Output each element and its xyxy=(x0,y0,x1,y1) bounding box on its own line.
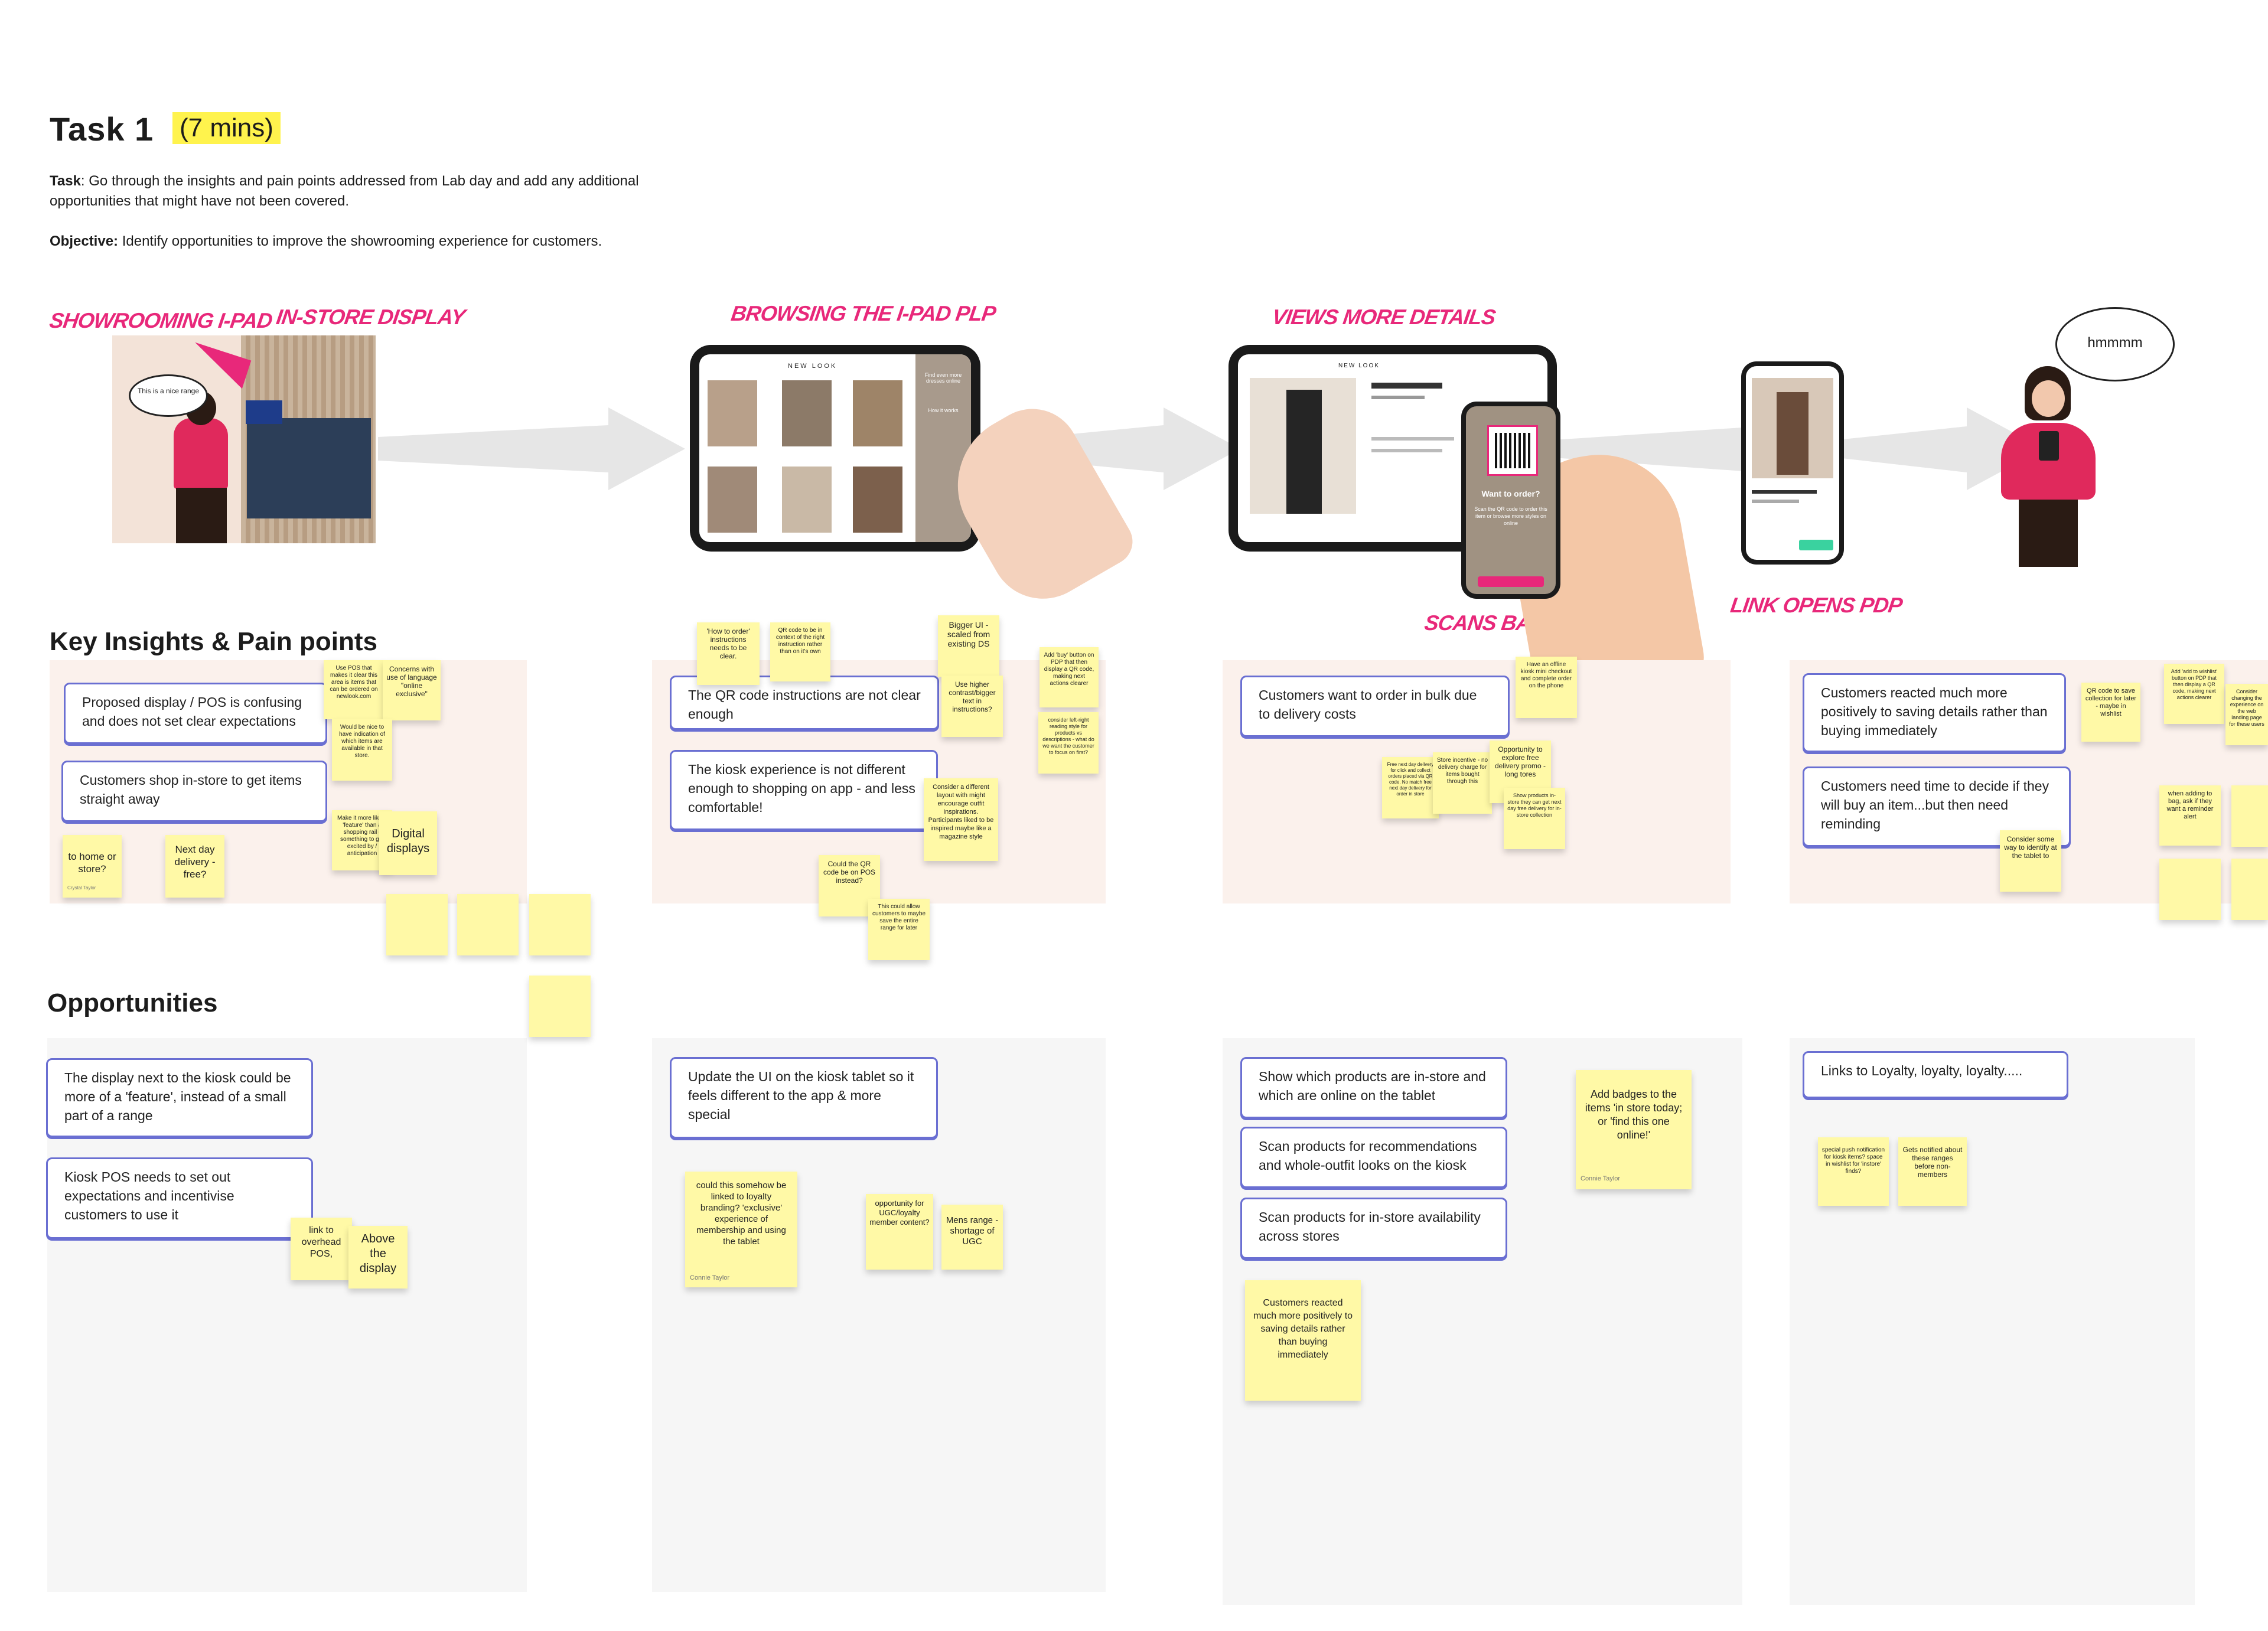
sticky-note[interactable] xyxy=(2231,785,2268,847)
sticky-note[interactable]: Could the QR code be on POS instead? xyxy=(819,855,880,916)
sticky-note[interactable]: Consider changing the experience on the … xyxy=(2225,684,2268,745)
sticky-note[interactable]: when adding to bag, ask if they want a r… xyxy=(2159,785,2221,846)
opportunities-heading: Opportunities xyxy=(47,989,218,1017)
sticky-note[interactable]: Digital displays xyxy=(379,811,437,875)
insight-card[interactable]: Proposed display / POS is confusing and … xyxy=(64,683,327,744)
opportunity-card[interactable]: Kiosk POS needs to set out expectations … xyxy=(46,1157,313,1239)
person-on-phone xyxy=(2001,366,2096,567)
sticky-note[interactable]: Mens range - shortage of UGC xyxy=(941,1205,1003,1270)
insight-card[interactable]: Customers reacted much more positively t… xyxy=(1803,673,2066,752)
sticky-note[interactable]: link to overhead POS, xyxy=(291,1218,352,1280)
sticky-note[interactable]: opportunity for UGC/loyalty member conte… xyxy=(866,1194,933,1270)
sticky-note[interactable] xyxy=(529,894,591,955)
phone-pdp xyxy=(1741,361,1844,565)
ipad-plp: NEW LOOK Find even more dresses online H… xyxy=(690,345,980,552)
sticky-note[interactable] xyxy=(529,976,591,1037)
phone-icon xyxy=(2039,431,2059,461)
step-browsing-plp: BROWSING THE I-PAD PLP xyxy=(729,301,998,325)
sticky-note[interactable]: This could allow customers to maybe save… xyxy=(868,899,930,960)
phone-qr-scanner: Want to order? Scan the QR code to order… xyxy=(1461,402,1560,599)
opportunity-card[interactable]: Links to Loyalty, loyalty, loyalty..... xyxy=(1803,1051,2068,1098)
sticky-note[interactable] xyxy=(2159,859,2221,920)
step-showrooming-ipad: SHOWROOMING I-PAD xyxy=(48,308,274,332)
sticky-note[interactable]: QR code to be in context of the right in… xyxy=(770,622,830,681)
sticky-note[interactable]: Bigger UI - scaled from existing DS xyxy=(938,615,999,677)
sticky-note[interactable]: Store incentive - no delivery charge for… xyxy=(1433,752,1492,814)
sticky-note[interactable]: Customers reacted much more positively t… xyxy=(1245,1280,1361,1401)
sticky-note[interactable] xyxy=(2231,859,2268,920)
sticky-note[interactable]: could this somehow be linked to loyalty … xyxy=(685,1172,797,1287)
step-views-details: VIEWS MORE DETAILS xyxy=(1270,305,1497,329)
sticky-note[interactable]: Add 'buy' button on PDP that then displa… xyxy=(1040,647,1099,707)
sticky-note[interactable]: QR code to save collection for later - m… xyxy=(2081,683,2140,742)
insight-card[interactable]: Customers shop in-store to get items str… xyxy=(61,761,327,822)
kiosk-ipad xyxy=(246,400,282,424)
sticky-note[interactable]: Add 'add to wishlist' button on PDP that… xyxy=(2164,664,2224,724)
task-objective: Objective: Identify opportunities to imp… xyxy=(50,233,602,249)
sticky-note[interactable]: Would be nice to have indication of whic… xyxy=(332,719,392,781)
shopper-figure xyxy=(174,418,228,489)
sticky-note[interactable] xyxy=(386,894,448,955)
opportunities-panel-4 xyxy=(1790,1038,2195,1605)
sticky-note[interactable]: Consider some way to identify at the tab… xyxy=(2000,830,2061,892)
sticky-note[interactable]: Concerns with use of language "online ex… xyxy=(383,660,441,720)
sticky-note[interactable]: Show products in-store they can get next… xyxy=(1504,788,1565,849)
insight-card[interactable]: Customers want to order in bulk due to d… xyxy=(1240,676,1510,737)
sticky-note[interactable]: Use POS that makes it clear this area is… xyxy=(324,660,384,719)
insights-heading: Key Insights & Pain points xyxy=(50,627,377,656)
thought-bubble-nice-range: This is a nice range xyxy=(129,374,208,417)
opportunity-card[interactable]: The display next to the kiosk could be m… xyxy=(46,1058,313,1137)
sticky-note[interactable]: Gets notified about these ranges before … xyxy=(1898,1137,1967,1206)
opportunity-card[interactable]: Scan products for in-store availability … xyxy=(1240,1198,1507,1259)
sticky-note[interactable]: Consider a different layout with might e… xyxy=(924,778,998,861)
task-description: Task: Go through the insights and pain p… xyxy=(50,173,639,209)
sticky-note[interactable]: consider left-right reading style for pr… xyxy=(1038,712,1099,774)
step-link-opens-pdp: LINK OPENS PDP xyxy=(1729,593,1904,617)
sticky-note[interactable]: to home or store?Crystal Taylor xyxy=(63,835,122,898)
sticky-note[interactable]: Above the display xyxy=(348,1226,408,1289)
task-title: Task 1 xyxy=(50,110,154,148)
insight-card[interactable]: The kiosk experience is not different en… xyxy=(670,750,938,830)
step-in-store-display: IN-STORE DISPLAY xyxy=(275,305,467,329)
sticky-note[interactable]: 'How to order' instructions needs to be … xyxy=(697,622,760,685)
qr-code-icon xyxy=(1487,425,1538,476)
sticky-note[interactable]: Add badges to the items 'in store today;… xyxy=(1576,1070,1692,1189)
thought-bubble-hmmmm: hmmmm xyxy=(2055,307,2175,381)
duration-badge: (7 mins) xyxy=(172,112,281,144)
sticky-note[interactable]: Free next day delivery for click and col… xyxy=(1382,757,1439,818)
in-store-scene xyxy=(112,335,376,543)
sticky-note[interactable]: special push notification for kiosk item… xyxy=(1818,1137,1889,1206)
sticky-note[interactable]: Next day delivery - free? xyxy=(165,835,224,898)
sticky-note[interactable]: Use higher contrast/bigger text in instr… xyxy=(941,676,1003,737)
sticky-note[interactable]: Have an offline kiosk mini checkout and … xyxy=(1516,657,1577,718)
opportunity-card[interactable]: Update the UI on the kiosk tablet so it … xyxy=(670,1057,938,1139)
opportunity-card[interactable]: Scan products for recommendations and wh… xyxy=(1240,1127,1507,1188)
sticky-note[interactable] xyxy=(457,894,519,955)
clothes-rail xyxy=(247,418,371,518)
opportunity-card[interactable]: Show which products are in-store and whi… xyxy=(1240,1057,1507,1118)
